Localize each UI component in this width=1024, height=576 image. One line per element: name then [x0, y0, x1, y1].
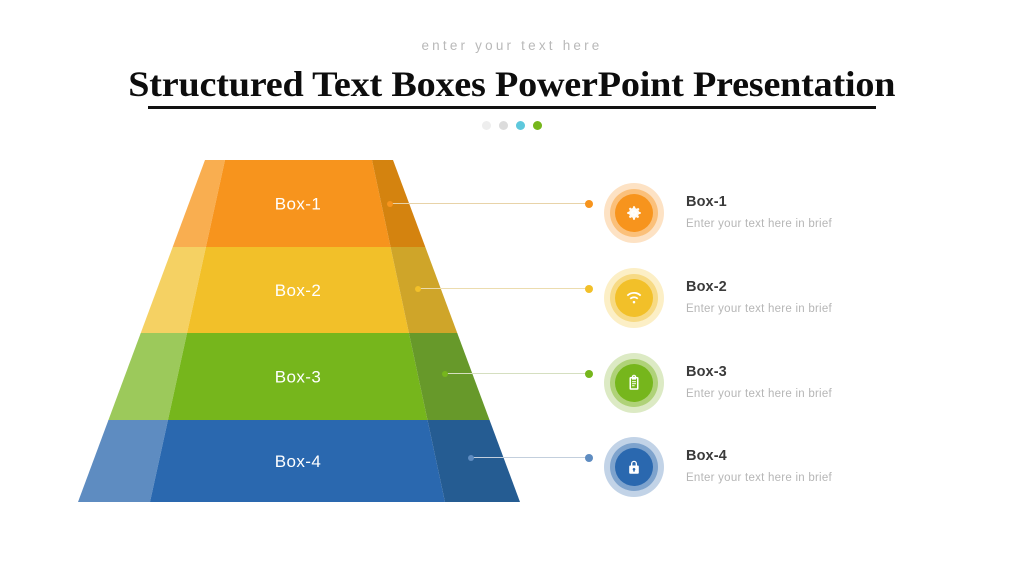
header-dot-1 [482, 121, 491, 130]
list-item-description: Enter your text here in brief [686, 387, 832, 400]
connector-3-line [445, 373, 589, 374]
connector-1-end-dot [585, 199, 593, 208]
pyramid-band-1-light [172, 160, 225, 247]
list-item-title: Box-3 [686, 363, 727, 380]
header-dots [0, 121, 1024, 130]
pyramid-band-2-main [187, 247, 409, 333]
badge-3[interactable] [604, 353, 664, 413]
pyramid-band-label-4: Box-4 [275, 452, 321, 471]
wifi-icon [626, 291, 642, 304]
pyramid-band-label-3: Box-3 [275, 368, 321, 387]
connector-4-line [471, 457, 589, 458]
slide-header: enter your text here Structured Text Box… [0, 36, 1024, 130]
pyramid-band-2-light [140, 247, 206, 333]
clipboard-icon [629, 374, 639, 390]
pyramid-band-4-light [78, 420, 168, 502]
page-title: Structured Text Boxes PowerPoint Present… [128, 64, 896, 104]
gear-icon [627, 206, 641, 220]
pyramid-band-4-main [150, 420, 445, 502]
badge-core [615, 194, 653, 232]
connector-3-end-dot [585, 369, 593, 378]
connector-2-start-dot [415, 285, 421, 292]
header-dot-3 [516, 121, 525, 130]
pyramid-band-3-light [108, 333, 188, 420]
list-item-description: Enter your text here in brief [686, 302, 832, 315]
lock-icon [629, 460, 639, 474]
badge-2[interactable] [604, 268, 664, 328]
badge-core [615, 364, 653, 402]
connector-2-end-dot [585, 284, 593, 293]
connector-2-line [418, 288, 589, 289]
connector-1-line [390, 203, 589, 204]
badge-core [615, 448, 653, 486]
list-item-title: Box-4 [686, 447, 727, 464]
connector-1-start-dot [387, 200, 393, 207]
badge-4[interactable] [604, 437, 664, 497]
pyramid-band-label-2: Box-2 [275, 281, 321, 300]
badge-core [615, 279, 653, 317]
connector-3-start-dot [442, 370, 448, 377]
badge-1[interactable] [604, 183, 664, 243]
pyramid-band-label-1: Box-1 [275, 195, 321, 214]
header-dot-2 [499, 121, 508, 130]
list-item-description: Enter your text here in brief [686, 217, 832, 230]
pyramid-band-1-main [205, 160, 391, 247]
connector-4-end-dot [585, 453, 593, 462]
pyramid-band-2-dark [390, 247, 458, 333]
connector-4-start-dot [468, 454, 474, 461]
header-dot-4 [533, 121, 542, 130]
eyebrow-text: enter your text here [421, 38, 603, 53]
pyramid-band-3-main [167, 333, 428, 420]
list-item-title: Box-2 [686, 278, 727, 295]
list-item-description: Enter your text here in brief [686, 471, 832, 484]
list-item-title: Box-1 [686, 193, 727, 210]
pyramid-band-4-dark [427, 420, 520, 502]
pyramid-band-3-dark [408, 333, 490, 420]
page-title-underline: Structured Text Boxes PowerPoint Present… [128, 64, 896, 109]
